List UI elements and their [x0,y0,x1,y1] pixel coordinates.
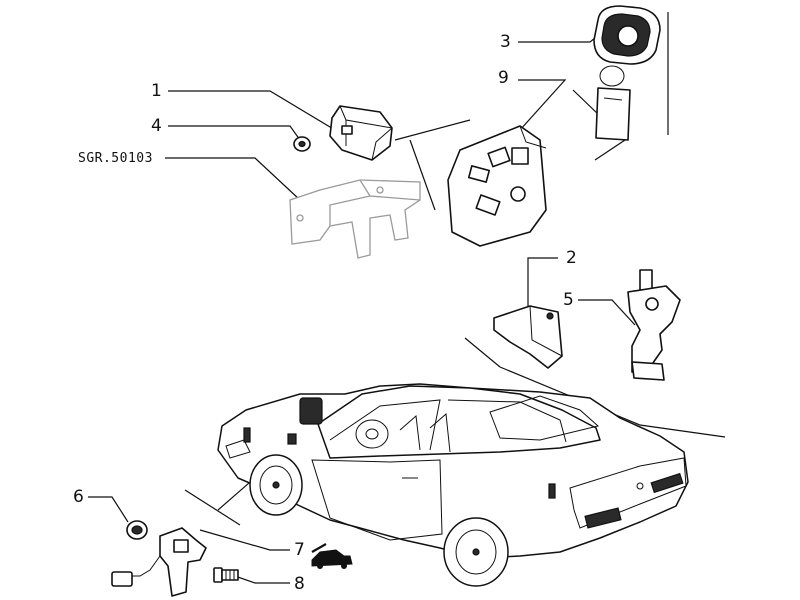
callout-3: 3 [500,32,511,52]
callout-9: 9 [498,68,509,88]
car-with-open-bonnet-icon [311,543,353,569]
callout-5: 5 [563,290,574,310]
bracket-2 [493,305,563,369]
bracket [289,179,421,259]
bolt [213,567,239,583]
callout-1: 1 [151,81,162,101]
callout-7: 7 [294,540,305,560]
car-body [217,383,689,587]
callout-2: 2 [566,248,577,268]
siren-unit [329,105,393,161]
control-module [447,125,547,247]
nut [293,136,311,152]
callout-4: 4 [151,116,162,136]
callout-8: 8 [294,574,305,594]
bonnet-switch [111,527,207,597]
callout-6: 6 [73,487,84,507]
grommet [126,520,148,540]
callout-labels: 1 2 3 4 5 6 7 8 9 SGR.50103 [73,32,577,594]
key-fob [593,5,661,141]
lock-cylinder [627,269,681,381]
reference-code: SGR.50103 [78,151,153,166]
